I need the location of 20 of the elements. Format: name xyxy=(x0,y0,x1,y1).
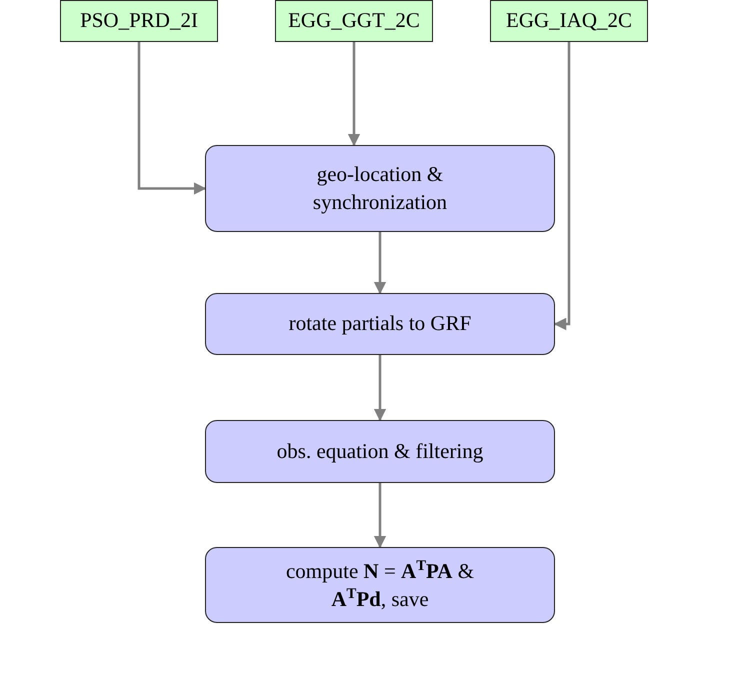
input-box xyxy=(275,0,433,42)
process-box xyxy=(205,420,555,483)
process-box xyxy=(205,547,555,623)
arrow xyxy=(374,232,386,294)
box-label: EGG_IAQ_2C xyxy=(506,7,632,34)
box-label: compute N = A$^{T}$PA & A$^{T}$Pd, save xyxy=(284,556,476,613)
arrow xyxy=(374,355,386,422)
arrow xyxy=(138,42,206,195)
box-label: rotate partials to GRF xyxy=(288,310,472,338)
arrow xyxy=(348,42,360,146)
input-box xyxy=(490,0,648,42)
box-label: PSO_PRD_2I xyxy=(80,7,198,34)
box-label: geo-location & synchronization xyxy=(312,161,448,216)
box-label: EGG_GGT_2C xyxy=(288,7,420,34)
input-box xyxy=(60,0,218,42)
process-box xyxy=(205,145,555,232)
arrow xyxy=(554,42,570,330)
box-label: obs. equation & filtering xyxy=(276,438,484,465)
arrow xyxy=(374,483,386,548)
process-box xyxy=(205,293,555,355)
